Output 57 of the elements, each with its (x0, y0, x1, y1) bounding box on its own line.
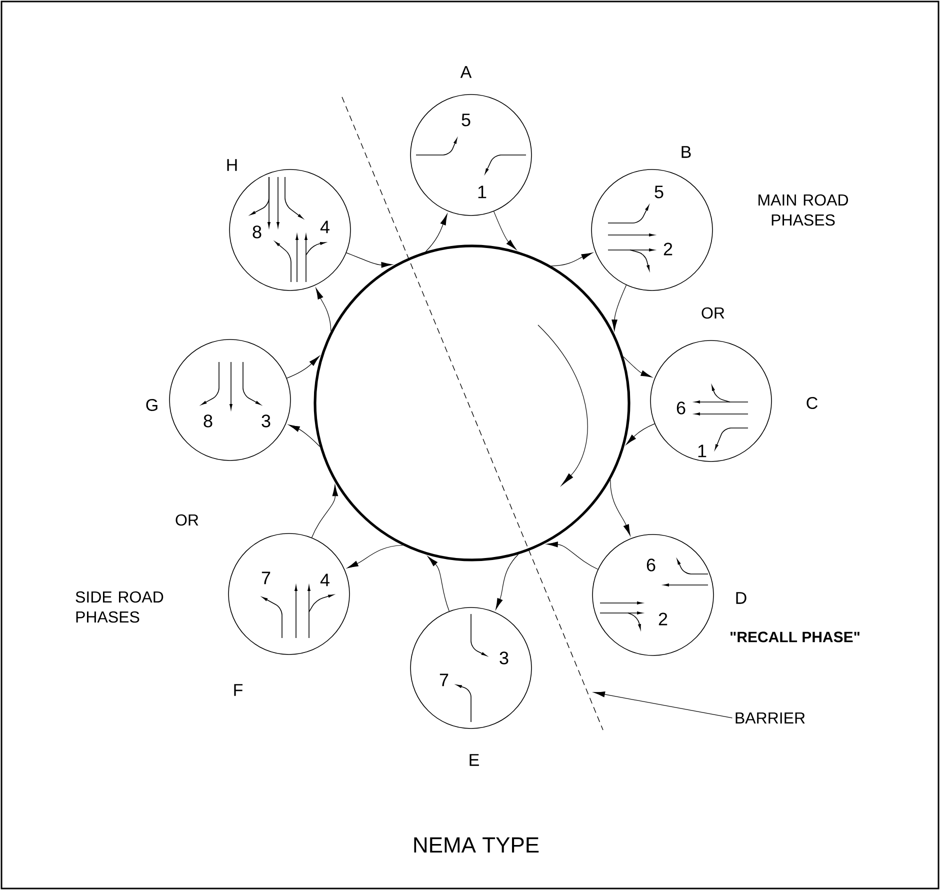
phase-number: 8 (204, 414, 212, 428)
arrow (626, 424, 655, 445)
arrow (612, 284, 627, 331)
label: SIDE ROAD PHASES (76, 591, 164, 623)
arrow (312, 484, 338, 538)
arrow (496, 554, 519, 610)
label: OR (176, 514, 198, 526)
phase-number: 6 (646, 558, 656, 572)
phase-letter: G (146, 398, 158, 411)
arrow (623, 356, 652, 378)
phase-letter: F (234, 684, 243, 696)
phase-number: 5 (654, 186, 664, 198)
phase-circle (227, 159, 351, 291)
arrow (286, 356, 320, 378)
phase-circle (410, 607, 532, 766)
phase-letter: D (736, 592, 746, 604)
phase-circle (228, 533, 350, 696)
caption: NEMA TYPE (414, 837, 539, 853)
barrier-label: BARRIER (736, 712, 805, 724)
arrow (346, 252, 393, 268)
phase-circle (592, 534, 860, 656)
phase-number: 1 (698, 444, 706, 458)
label: OR (702, 307, 724, 319)
phase-circle (146, 339, 291, 461)
phase-circle (591, 146, 713, 291)
arrow (550, 252, 593, 266)
arrow (546, 542, 598, 570)
arrow (610, 479, 630, 536)
phase-number: 5 (462, 114, 470, 126)
phase-circle (650, 340, 818, 462)
phase-number: 3 (500, 652, 508, 664)
phase-note: "RECALL PHASE" (730, 632, 860, 642)
phase-number: 2 (664, 242, 672, 256)
phase-letter: B (682, 146, 691, 158)
phase-number: 4 (320, 220, 330, 234)
phase-number: 3 (262, 414, 270, 428)
arrow (288, 424, 320, 447)
leader-line (594, 691, 733, 718)
phase-number: 4 (320, 574, 330, 586)
phase-number: 7 (440, 674, 448, 686)
phase-number: 6 (676, 402, 686, 414)
phase-letter: C (806, 396, 818, 409)
phase-circle (410, 66, 532, 216)
arrow (494, 211, 516, 250)
phase-number: 1 (478, 186, 486, 198)
phase-letter: H (227, 159, 237, 171)
phase-number: 2 (658, 612, 668, 626)
arrow (316, 288, 332, 332)
phase-number: 7 (262, 572, 270, 584)
label: MAIN ROAD PHASES (758, 194, 848, 226)
phase-letter: E (470, 754, 479, 766)
phase-number: 8 (252, 226, 262, 238)
phase-letter: A (460, 66, 472, 78)
arrow (428, 556, 450, 612)
ring (314, 244, 630, 562)
arrow (425, 214, 448, 252)
arrow (347, 544, 403, 568)
